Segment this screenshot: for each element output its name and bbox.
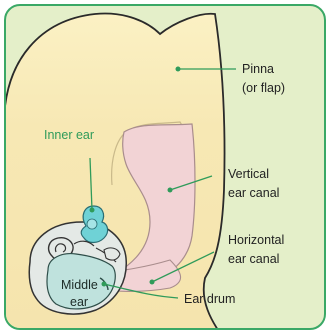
vertical-canal-label-line1: Vertical <box>228 167 269 181</box>
ear-drum-label: Ear drum <box>184 292 235 306</box>
ear-drum-dot <box>102 282 107 287</box>
pinna-dot <box>176 67 181 72</box>
horizontal-canal-label-line2: ear canal <box>228 252 279 266</box>
middle-ear-label-line1: Middle <box>61 278 98 292</box>
inner-ear-dot <box>90 208 95 213</box>
vertical-canal-label-line2: ear canal <box>228 186 279 200</box>
middle-ear-label-line2: ear <box>70 295 88 309</box>
pinna-label-line1: Pinna <box>242 62 274 76</box>
inner-ear-label: Inner ear <box>44 128 94 142</box>
horizontal-canal-label-line1: Horizontal <box>228 233 284 247</box>
horizontal-canal-dot <box>150 280 155 285</box>
vertical-canal-dot <box>168 188 173 193</box>
pinna-label-line2: (or flap) <box>242 81 285 95</box>
